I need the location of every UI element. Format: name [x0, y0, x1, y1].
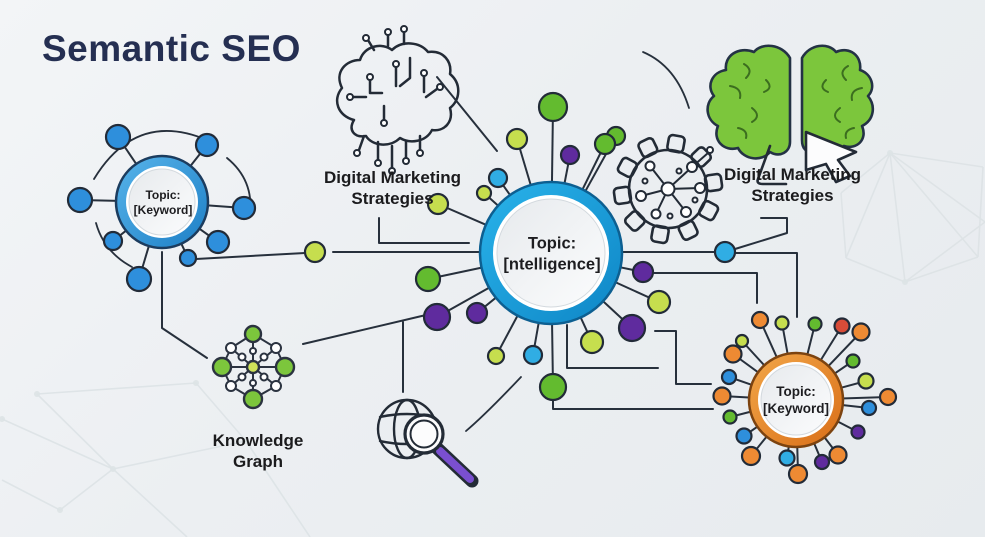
label-line: Digital Marketing: [724, 165, 861, 184]
background-mesh: [0, 150, 985, 537]
hub-topic-line: [Keyword]: [133, 203, 193, 217]
hub-topic-line: Topic:: [527, 234, 577, 253]
label-digital-marketing-strategies-right: Digital Marketing Strategies: [700, 164, 885, 206]
hub-topic-keyword-right: Topic: [Keyword]: [763, 384, 829, 418]
hub-topic-keyword-left: Topic: [Keyword]: [134, 188, 193, 218]
hub-circles: [114, 154, 845, 449]
hub-topic-line: Topic:: [145, 188, 181, 202]
label-line: Digital Marketing: [324, 168, 461, 187]
hub-topic-line: Topic:: [776, 384, 816, 400]
green-brain-cursor-icon: [706, 44, 875, 186]
hub-topic-intelligence-center: Topic: [ntelligence]: [503, 233, 600, 274]
search-globe-icon: [376, 398, 479, 488]
ai-circuit-brain-icon: [335, 25, 460, 175]
satellite-nodes: [66, 91, 898, 485]
connector-lines: [93, 51, 844, 432]
page-title: Semantic SEO: [42, 28, 301, 69]
label-line: Strategies: [351, 189, 434, 208]
label-knowledge-graph: Knowledge Graph: [178, 430, 338, 472]
gear-network-icon: [612, 133, 724, 245]
label-line: Graph: [232, 452, 284, 471]
hub-topic-line: [Keyword]: [762, 401, 830, 416]
label-digital-marketing-strategies-left: Digital Marketing Strategies: [300, 167, 485, 209]
hub-topic-line: [ntelligence]: [503, 255, 601, 273]
label-line: Knowledge: [212, 431, 304, 450]
knowledge-graph-icon: [211, 324, 296, 410]
label-line: Strategies: [751, 186, 834, 205]
